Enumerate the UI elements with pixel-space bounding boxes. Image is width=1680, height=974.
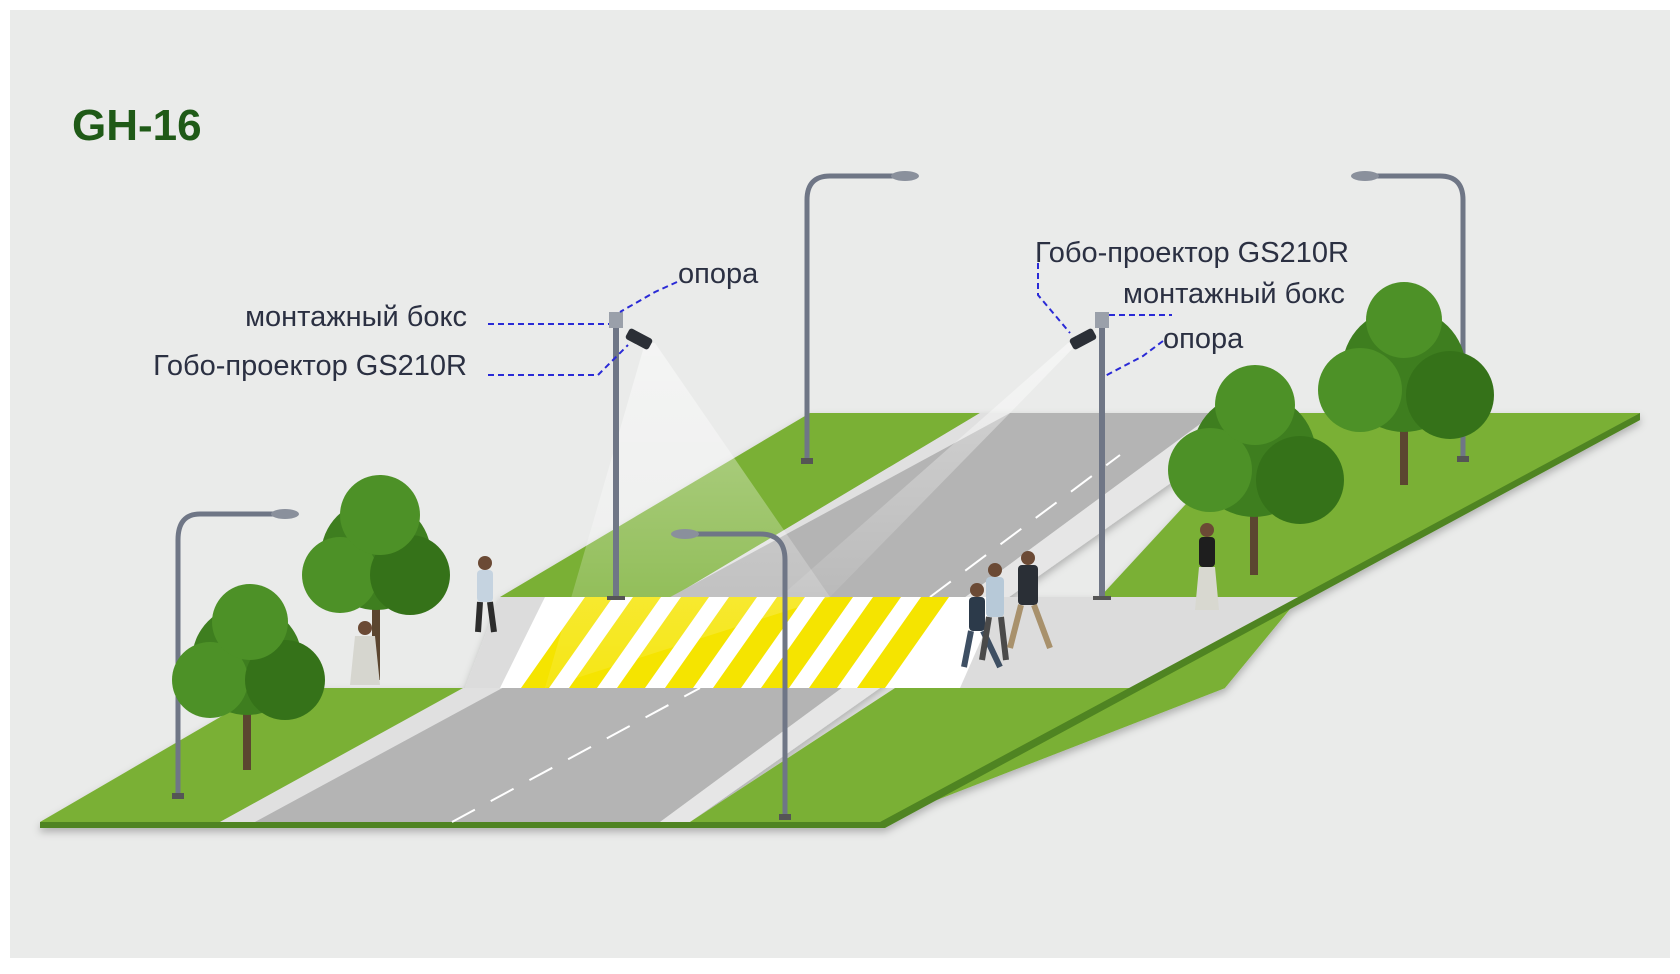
pedestrian-5 xyxy=(475,556,497,633)
tree-left-near xyxy=(172,584,325,770)
pedestrian-3 xyxy=(1007,551,1053,650)
street-lamp-far-right xyxy=(1351,171,1469,462)
mounting-box-right xyxy=(1095,312,1109,328)
label-mounting-box-left: монтажный бокс xyxy=(245,301,467,333)
pedestrian-4 xyxy=(1195,523,1219,610)
tree-right-back xyxy=(1318,282,1494,485)
pedestrian-2 xyxy=(979,563,1009,661)
pedestrians-crossing xyxy=(350,523,1219,685)
label-support-left: опора xyxy=(678,258,759,290)
projector-beam-left xyxy=(545,343,830,688)
gobo-support-right xyxy=(1069,312,1111,600)
gobo-projector-right xyxy=(1069,328,1097,350)
leader-lines-left xyxy=(488,281,678,376)
lane-markings xyxy=(451,454,1121,823)
projector-beam-right xyxy=(780,343,1078,597)
gobo-projector-left xyxy=(625,328,653,350)
leader-lines-right xyxy=(1037,263,1172,377)
street-lamp-near-left xyxy=(172,509,299,799)
label-support-right: опора xyxy=(1163,323,1244,355)
grass-near-left xyxy=(40,688,465,822)
diagram-title: GH-16 xyxy=(72,101,202,150)
label-mounting-box-right: монтажный бокс xyxy=(1123,278,1345,310)
label-gobo-projector-left: Гобо-проектор GS210R xyxy=(153,350,467,382)
street-lamp-far-center xyxy=(801,171,919,464)
pedestrian-6 xyxy=(350,621,380,685)
sidewalk-left xyxy=(220,688,503,822)
gobo-support-left xyxy=(607,312,653,600)
mounting-box-left xyxy=(609,312,623,328)
plaza-left xyxy=(465,597,548,688)
label-gobo-projector-right: Гобо-проектор GS210R xyxy=(1035,237,1349,269)
tree-right-front xyxy=(1168,365,1344,575)
street-lamp-near-center xyxy=(671,529,791,820)
tree-left-far xyxy=(302,475,450,680)
